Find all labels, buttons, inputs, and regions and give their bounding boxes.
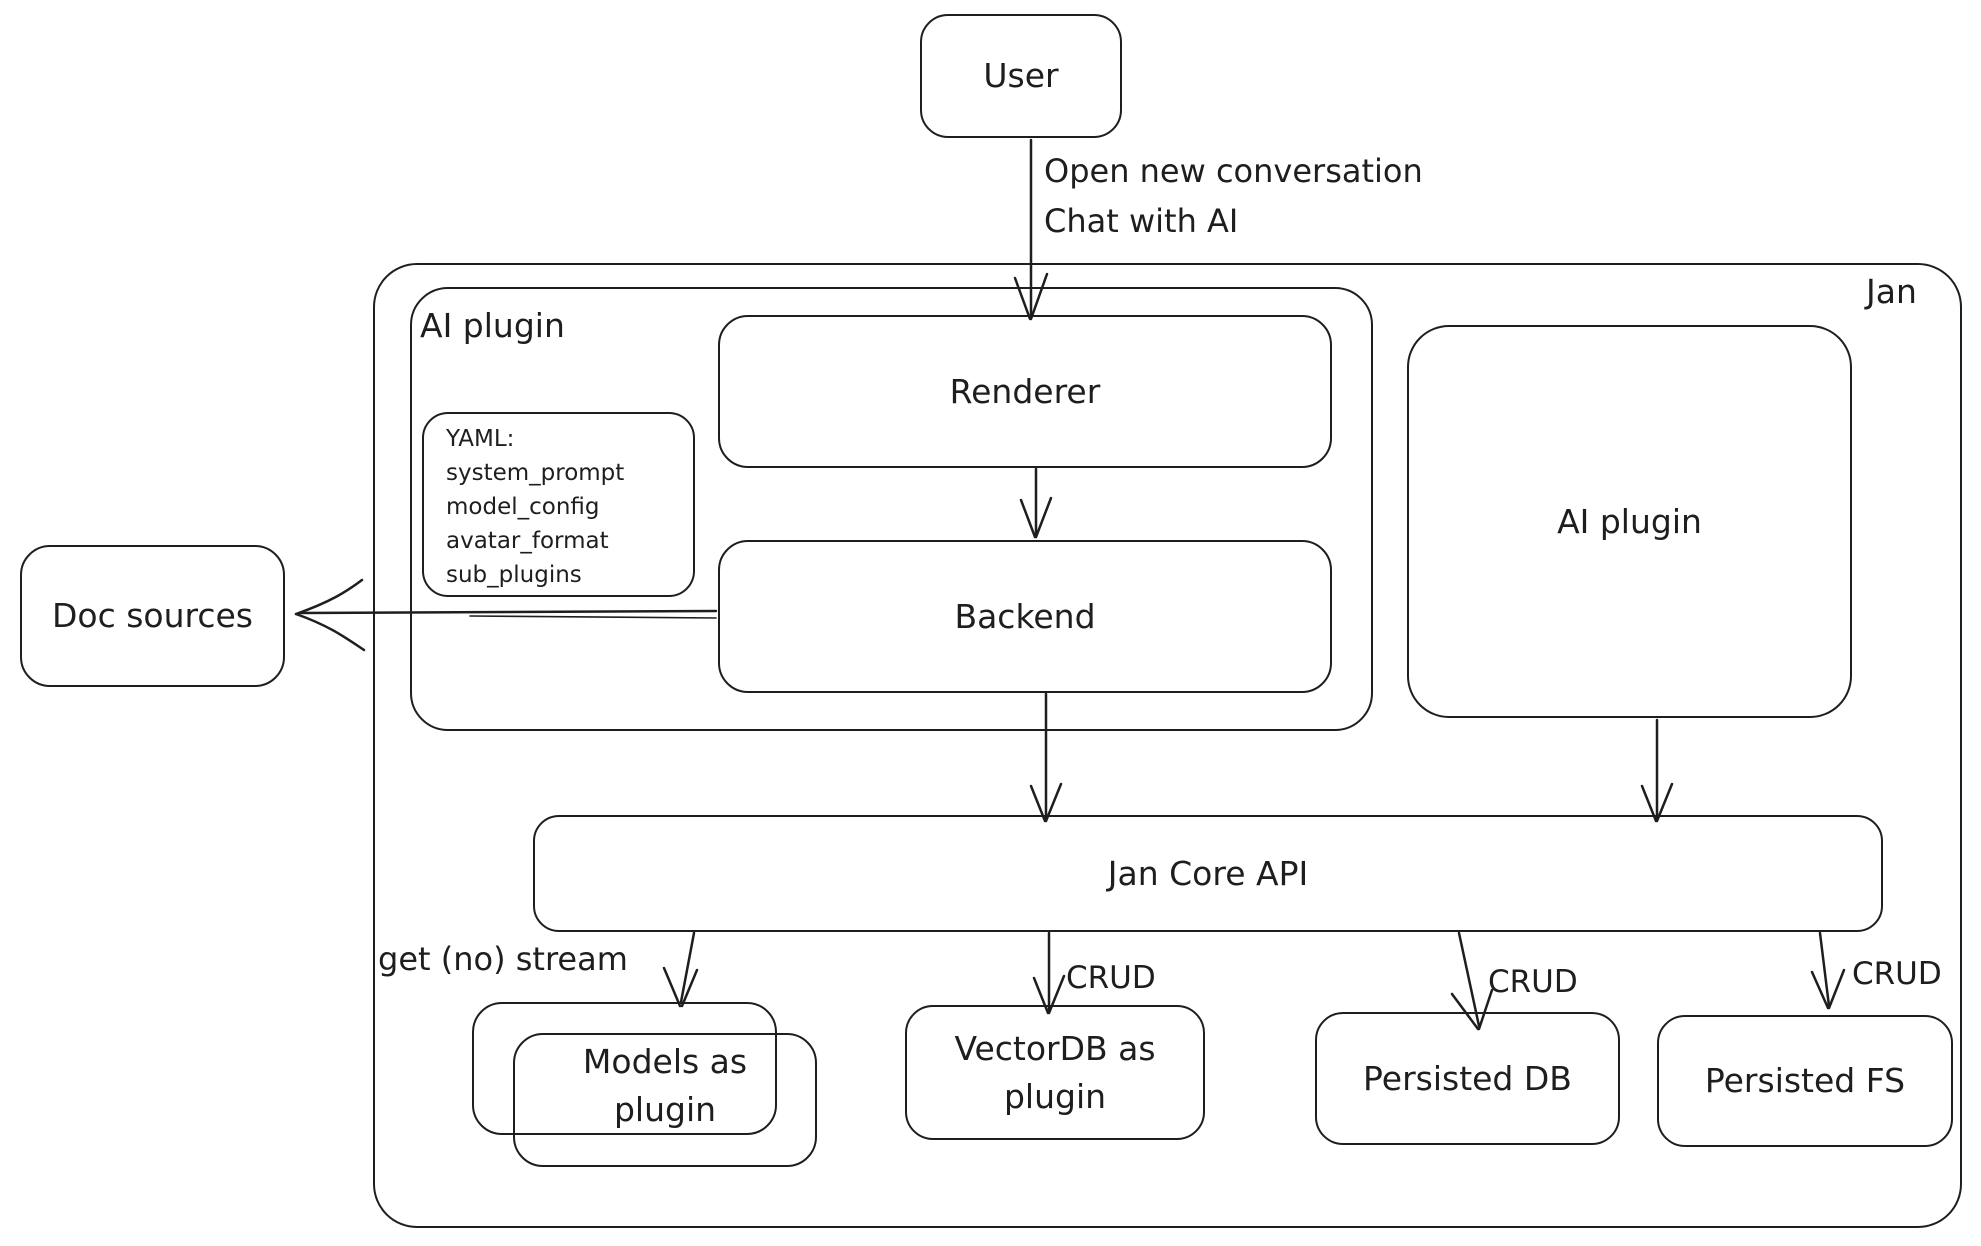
models-plugin-back-box [472,1002,777,1135]
yaml-note-text: YAML: system_prompt model_config avatar_… [424,414,624,592]
persisted-fs-node-label: Persisted FS [1704,1061,1906,1101]
persisted-fs-node: Persisted FS [1657,1015,1953,1147]
edge-label-crud-persisted-db: CRUD [1488,964,1578,1000]
doc-sources-node-label: Doc sources [51,596,253,636]
persisted-db-node-label: Persisted DB [1363,1058,1572,1098]
user-node: User [920,14,1122,138]
ai-plugin-left-container-box [410,287,1373,731]
yaml-note-line: model_config [446,494,600,520]
ai-plugin-right-node-label: AI plugin [1557,501,1702,541]
models-plugin-node-label: Models as plugin [582,1042,748,1129]
vectordb-plugin-node-label: VectorDB as plugin [954,1028,1156,1116]
persisted-db-node: Persisted DB [1315,1012,1620,1145]
ai-plugin-right-node: AI plugin [1407,325,1852,718]
vectordb-plugin-node: VectorDB as plugin [905,1005,1205,1140]
yaml-note-line: sub_plugins [446,562,582,588]
jan-container-label: Jan [1866,272,1917,311]
jan-core-api-node: Jan Core API [533,815,1883,932]
edge-label-open-new-conversation: Open new conversation [1044,152,1423,190]
edge-label-crud-persisted-fs: CRUD [1852,956,1942,992]
renderer-node: Renderer [718,315,1332,468]
yaml-note-line: avatar_format [446,528,609,554]
edge-label-chat-with-ai: Chat with AI [1044,202,1239,240]
jan-core-api-node-label: Jan Core API [1107,853,1309,893]
backend-node-label: Backend [954,596,1096,636]
edge-label-crud-vectordb: CRUD [1066,960,1156,996]
models-plugin-node: Models as plugin [513,1033,817,1167]
yaml-note-title: YAML: [446,426,515,452]
doc-sources-node: Doc sources [20,545,285,687]
user-node-label: User [983,56,1059,96]
backend-node: Backend [718,540,1332,693]
yaml-note-line: system_prompt [446,460,625,486]
renderer-node-label: Renderer [949,371,1101,411]
yaml-note: YAML: system_prompt model_config avatar_… [422,412,695,597]
ai-plugin-left-label: AI plugin [420,306,565,345]
edge-label-get-no-stream: get (no) stream [378,940,628,978]
jan-container-box [373,263,1962,1228]
